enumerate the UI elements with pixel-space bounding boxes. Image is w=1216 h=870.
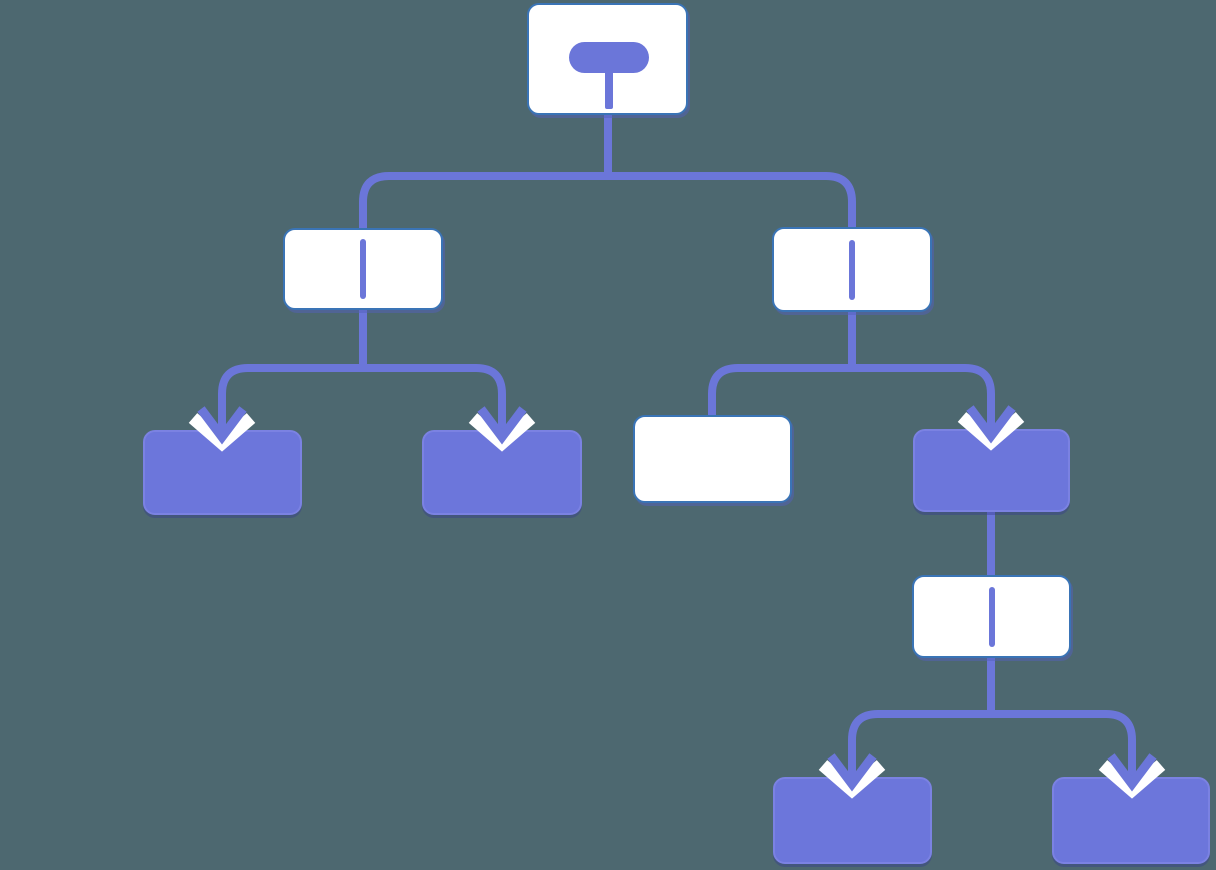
connector-rail-top xyxy=(359,172,856,230)
tree-node-slot-right[interactable] xyxy=(913,429,1070,512)
pass-through-bar-icon xyxy=(849,240,855,300)
tree-node-branch-right[interactable] xyxy=(772,227,932,312)
tree-node-branch-lower[interactable] xyxy=(912,575,1071,658)
connector-rail-right xyxy=(708,364,995,433)
tree-node-slot-bottom-2[interactable] xyxy=(1052,777,1210,864)
tree-node-branch-left[interactable] xyxy=(283,228,443,310)
root-pill-icon xyxy=(568,42,649,73)
pass-through-bar-icon xyxy=(988,587,995,647)
root-pill-stem xyxy=(604,71,613,109)
tree-node-slot-left-1[interactable] xyxy=(143,430,302,515)
tree-node-leaf-empty[interactable] xyxy=(633,415,792,503)
connector-rail-left xyxy=(218,364,506,434)
pass-through-bar-icon xyxy=(360,239,366,299)
connector-rail-bottom xyxy=(848,710,1136,781)
tree-node-root[interactable] xyxy=(527,3,688,115)
tree-node-slot-left-2[interactable] xyxy=(422,430,582,515)
tree-node-slot-bottom-1[interactable] xyxy=(773,777,932,864)
